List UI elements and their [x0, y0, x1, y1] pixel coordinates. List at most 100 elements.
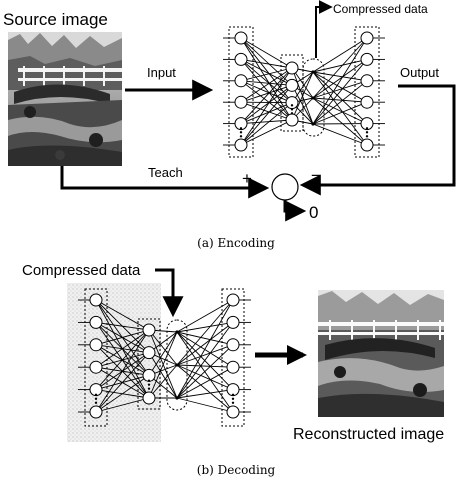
connection-line — [240, 80, 293, 86]
zero-label: 0 — [309, 203, 318, 222]
ellipsis-dot — [365, 131, 369, 134]
neuron — [360, 138, 374, 152]
connection-line — [240, 80, 293, 121]
decoder-layer-1-box — [84, 288, 108, 427]
ellipsis-dot — [147, 387, 151, 390]
connection-line — [95, 374, 150, 413]
connection-line — [312, 37, 368, 125]
decoder-code-layer-box — [166, 319, 188, 411]
connection-line — [240, 119, 293, 146]
connection-line — [176, 389, 234, 399]
teach-label: Teach — [148, 165, 183, 180]
decoding-caption: (b) Decoding — [197, 463, 276, 477]
neuron — [226, 293, 240, 307]
connection-line — [312, 80, 368, 99]
minus-sign: − — [311, 166, 321, 185]
connection-line — [176, 344, 234, 399]
connection-line — [148, 364, 178, 399]
neuron — [226, 338, 240, 352]
connection-line — [95, 299, 150, 331]
plus-sign: + — [242, 169, 252, 188]
connection-line — [95, 329, 150, 390]
neuron — [234, 95, 248, 109]
connection-line — [312, 97, 368, 103]
code-neuron — [311, 122, 315, 126]
connection-line — [176, 364, 234, 368]
connection-line — [312, 97, 368, 146]
ellipsis-dot — [147, 379, 151, 382]
connection-line — [240, 67, 293, 103]
source-image-label: Source image — [3, 10, 108, 29]
neuron — [234, 138, 248, 152]
connection-line — [291, 71, 314, 121]
encoding-caption: (a) Encoding — [197, 236, 275, 250]
neuron — [285, 96, 299, 110]
neuron — [360, 95, 374, 109]
neuron — [89, 338, 103, 352]
connection-line — [176, 364, 234, 413]
neuron — [234, 74, 248, 88]
input-label: Input — [147, 65, 176, 80]
compressed-data-arrow — [315, 0, 333, 58]
connection-line — [312, 80, 368, 125]
connection-line — [176, 364, 234, 391]
connection-line — [240, 102, 293, 125]
encoder-network — [223, 26, 385, 158]
ellipsis-dot — [365, 135, 369, 138]
connection-line — [176, 299, 234, 399]
connection-line — [95, 329, 150, 346]
decoder-neurons — [89, 293, 240, 419]
neuron — [234, 31, 248, 45]
connection-line — [312, 71, 368, 82]
encoder-layer-1-box — [228, 26, 254, 158]
comparator-circle — [271, 173, 299, 201]
connection-line — [240, 84, 293, 124]
neuron — [89, 360, 103, 374]
decoding-panel: Compressed data — [22, 262, 444, 477]
code-neuron — [175, 330, 179, 334]
encoder-neurons — [234, 31, 374, 152]
neuron — [142, 391, 156, 405]
neuron — [142, 323, 156, 337]
encoding-panel: Source image Input — [3, 0, 456, 250]
connection-line — [240, 119, 293, 125]
connection-line — [240, 80, 293, 104]
connection-line — [312, 123, 368, 146]
ellipsis-dot — [290, 108, 294, 111]
connection-line — [95, 329, 150, 413]
decoding-compressed-data-label: Compressed data — [22, 262, 141, 279]
neuron — [89, 405, 103, 419]
connection-line — [291, 85, 314, 125]
code-neuron — [175, 396, 179, 400]
ellipsis-dot — [239, 135, 243, 138]
compressed-data-label: Compressed data — [333, 2, 428, 16]
connection-line — [240, 101, 293, 121]
ellipsis-dot — [147, 383, 151, 386]
ellipsis-dot — [94, 401, 98, 404]
reconstructed-image-photo — [318, 290, 444, 417]
connection-line — [312, 58, 368, 73]
ellipsis-dot — [231, 393, 235, 396]
ellipsis-dot — [239, 131, 243, 134]
ellipsis-dot — [290, 104, 294, 107]
neuron — [360, 74, 374, 88]
neuron — [360, 52, 374, 66]
neuron — [285, 78, 299, 92]
connection-line — [95, 321, 150, 331]
code-neuron — [175, 363, 179, 367]
connection-line — [95, 329, 150, 368]
connection-line — [240, 67, 293, 82]
neuron — [285, 61, 299, 75]
connection-line — [176, 331, 234, 346]
connection-line — [176, 299, 234, 366]
teach-arrow — [60, 166, 270, 199]
output-feedback-arrow — [299, 84, 456, 196]
ellipsis-dot — [239, 127, 243, 130]
neuron — [360, 117, 374, 131]
connection-line — [240, 37, 293, 69]
neuron — [226, 315, 240, 329]
connection-line — [176, 366, 234, 399]
connection-line — [312, 71, 368, 124]
connection-line — [240, 85, 293, 146]
code-neuron — [311, 70, 315, 74]
